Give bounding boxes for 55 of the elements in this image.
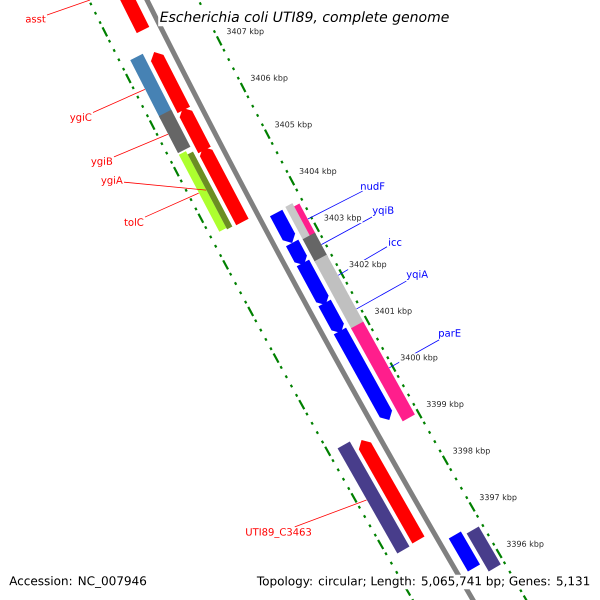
gene-block — [270, 210, 296, 243]
gene-label: yqiA — [406, 270, 428, 280]
leader-line — [321, 216, 372, 245]
gene-bar — [294, 204, 316, 238]
scale-label: 3405 kbp — [274, 120, 314, 130]
scale-label: 3396 kbp — [505, 540, 545, 550]
gene-bar — [158, 110, 190, 154]
gene-bar — [302, 232, 328, 264]
leader-line — [124, 182, 206, 190]
gene-bar — [178, 151, 226, 232]
gene-label: parE — [439, 329, 460, 339]
gene-label: tolC — [124, 218, 144, 226]
leader-line — [114, 134, 168, 158]
gene-block — [286, 240, 307, 265]
gene-block — [180, 108, 211, 154]
scale-label: 3406 kbp — [249, 74, 289, 84]
gene-block — [200, 146, 249, 226]
gene-bar — [448, 531, 480, 572]
gene-bar — [285, 203, 310, 240]
scale-label: 3407 kbp — [225, 27, 266, 37]
gene-bar — [188, 152, 232, 230]
scale-label: 3401 kbp — [373, 306, 414, 316]
gene-block — [296, 260, 329, 305]
gene-label: UTI89_C3463 — [246, 528, 311, 538]
leader-line — [307, 190, 364, 220]
genome-info-text: Topology: circular; Length: 5,065,741 bp; Genes: 5,131 — [255, 574, 592, 590]
gene-label: icc — [389, 238, 402, 246]
gene-bar — [336, 294, 364, 330]
gene-label: nudF — [361, 182, 384, 190]
leader-line — [356, 280, 407, 310]
scale-label: 3403 kbp — [322, 213, 363, 224]
leader-line — [92, 88, 146, 113]
leader-line — [144, 192, 200, 218]
gene-label: ygiC — [70, 113, 92, 123]
gene-label: ygiA — [101, 176, 123, 186]
gene-block — [334, 328, 392, 420]
gene-bar — [314, 254, 350, 304]
leader-line — [46, 0, 90, 16]
scale-label: 3398 kbp — [452, 446, 492, 456]
gene-bar — [338, 442, 410, 554]
gene-block — [318, 300, 344, 333]
scale-label: 3399 kbp — [425, 400, 465, 410]
scale-label: 3397 kbp — [478, 493, 518, 503]
gene-label: yqiB — [372, 206, 394, 216]
scale-label: 3402 kbp — [348, 260, 388, 270]
gene-label: asst — [26, 15, 46, 23]
gene-block — [358, 440, 425, 544]
gene-block — [150, 52, 190, 114]
title: Escherichia coli UTI89, complete genome — [158, 10, 451, 26]
gene-label: ygiB — [91, 157, 112, 167]
leader-line — [294, 500, 367, 528]
accession-text: Accession: NC_007946 — [9, 576, 146, 588]
gene-bar — [466, 526, 501, 572]
scale-label: 3404 kbp — [298, 166, 338, 177]
scale-label: 3400 kbp — [399, 353, 439, 363]
